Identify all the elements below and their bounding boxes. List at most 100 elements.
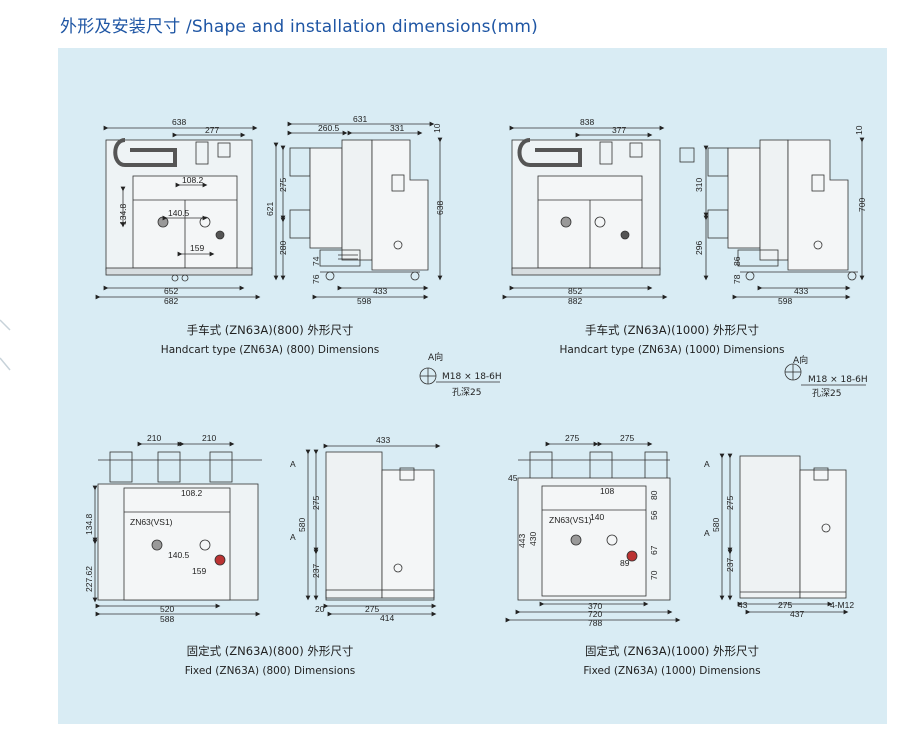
dim-682: 682	[164, 296, 178, 306]
dim-377: 377	[612, 125, 626, 135]
caption-handcart-800: 手车式 (ZN63A)(800) 外形尺寸 Handcart type (ZN6…	[140, 322, 400, 356]
dim-580-b: 580	[711, 518, 721, 532]
caption-en: Fixed (ZN63A) (800) Dimensions	[184, 665, 356, 677]
fixed-800-side-view	[305, 443, 441, 617]
caption-cn: 手车式 (ZN63A)(800) 外形尺寸	[186, 323, 354, 337]
dim-56: 56	[649, 510, 659, 520]
fixed-800-front-view	[92, 441, 262, 617]
dim-89: 89	[620, 558, 630, 568]
dim-638: 638	[172, 117, 186, 127]
handcart-1000-side-view	[679, 137, 865, 300]
handcart-800-side-view	[273, 121, 443, 300]
dim-210-a: 210	[147, 433, 161, 443]
dim-433-f: 433	[376, 435, 390, 445]
dim-210-b: 210	[202, 433, 216, 443]
dim-275-fb: 275	[365, 604, 379, 614]
dim-638-side: 638	[435, 201, 445, 215]
dim-275: 275	[278, 178, 288, 192]
dim-277: 277	[205, 125, 219, 135]
dim-370: 370	[588, 601, 602, 611]
dim-621: 621	[265, 202, 275, 216]
dim-237-b: 237	[725, 558, 735, 572]
caption-en: Fixed (ZN63A) (1000) Dimensions	[583, 665, 761, 677]
dim-237: 237	[311, 564, 321, 578]
dim-788: 788	[588, 618, 602, 628]
dim-296: 296	[694, 241, 704, 255]
view-a-thread-right: M18 × 18-6H	[808, 375, 868, 385]
caption-cn: 固定式 (ZN63A)(1000) 外形尺寸	[584, 644, 759, 658]
caption-cn: 手车式 (ZN63A)(1000) 外形尺寸	[584, 323, 759, 337]
dim-275-f: 275	[311, 496, 321, 510]
dim-720: 720	[588, 609, 602, 619]
dim-310: 310	[694, 178, 704, 192]
dim-275-a: 275	[565, 433, 579, 443]
dim-280: 280	[278, 241, 288, 255]
dim-108-2: 108.2	[182, 175, 204, 185]
view-letter-a-bottom-b: A	[704, 528, 710, 538]
dim-43: 43	[738, 600, 748, 610]
dim-159: 159	[190, 243, 204, 253]
dim-10: 10	[432, 123, 442, 133]
view-a-depth-left: 孔深25	[452, 388, 482, 398]
dim-67: 67	[649, 545, 659, 555]
caption-en: Handcart type (ZN63A) (800) Dimensions	[160, 344, 380, 356]
dim-443: 443	[517, 534, 527, 548]
view-a-thread-left: M18 × 18-6H	[442, 372, 502, 382]
dim-882: 882	[568, 296, 582, 306]
dim-852: 852	[568, 286, 582, 296]
dim-331: 331	[390, 123, 404, 133]
dim-4-m12: 4-M12	[830, 600, 854, 610]
dim-108-2-f: 108.2	[181, 488, 203, 498]
dim-275-b: 275	[620, 433, 634, 443]
fixed-1000-front-dims: 275 275 45 108 80 140 56 443 430 67 89 7…	[508, 433, 659, 628]
dim-45: 45	[508, 473, 518, 483]
dim-520: 520	[160, 604, 174, 614]
dim-134-8-f: 134.8	[84, 513, 94, 535]
caption-handcart-1000: 手车式 (ZN63A)(1000) 外形尺寸 Handcart type (ZN…	[552, 322, 792, 356]
handcart-1000-side-dims: 10 310 700 296 78 86 433 598	[694, 125, 867, 306]
dim-76: 76	[311, 274, 321, 284]
view-a-symbol-left	[419, 367, 500, 385]
dim-414: 414	[380, 613, 394, 623]
dim-437: 437	[790, 609, 804, 619]
dim-838: 838	[580, 117, 594, 127]
handcart-800-front-dims: 638 277 108.2 134.8 140.5 159 652 682	[118, 117, 219, 306]
dim-86: 86	[732, 256, 742, 266]
caption-fixed-1000: 固定式 (ZN63A)(1000) 外形尺寸 Fixed (ZN63A) (10…	[552, 643, 792, 677]
view-a-depth-right: 孔深25	[812, 389, 842, 399]
fixed-800-side-dims: 433 275 580 237 20 275 414 A A	[290, 435, 394, 623]
unit-label-vs1: ZN63(VS1)	[130, 517, 173, 527]
handcart-800-front-view	[95, 125, 261, 300]
dim-80: 80	[649, 490, 659, 500]
dim-430: 430	[528, 532, 538, 546]
handcart-1000-front-view	[502, 125, 668, 300]
dim-140-5: 140.5	[168, 208, 190, 218]
view-letter-a-top: A	[290, 459, 296, 469]
fixed-800-front-dims: 210 210 108.2 134.8 227.62 140.5 159 520…	[84, 433, 216, 624]
view-a-symbol-right	[784, 363, 866, 386]
dim-70: 70	[649, 570, 659, 580]
unit-label-vs1-b: ZN63(VS1)	[549, 515, 592, 525]
dim-108: 108	[600, 486, 614, 496]
dim-275-g: 275	[725, 496, 735, 510]
view-a-label-left: A向	[428, 353, 444, 363]
handcart-1000-front-dims: 838 377 852 882	[568, 117, 626, 306]
dim-700: 700	[857, 198, 867, 212]
fixed-1000-front-view	[505, 441, 681, 623]
fixed-1000-side-dims: 275 580 237 43 275 437 4-M12 A A	[704, 459, 854, 619]
dim-588: 588	[160, 614, 174, 624]
dim-10-b: 10	[854, 125, 864, 135]
view-letter-a-bottom: A	[290, 532, 296, 542]
dim-227-62: 227.62	[84, 566, 94, 592]
decorative-chevron	[0, 319, 11, 371]
handcart-800-side-dims: 631 260.5 331 10 275 621 280 638 76 74 4…	[265, 114, 445, 306]
dim-260-5: 260.5	[318, 123, 340, 133]
caption-fixed-800: 固定式 (ZN63A)(800) 外形尺寸 Fixed (ZN63A) (800…	[140, 643, 400, 677]
caption-en: Handcart type (ZN63A) (1000) Dimensions	[559, 344, 785, 356]
dim-652: 652	[164, 286, 178, 296]
dim-275-gb: 275	[778, 600, 792, 610]
dim-159-f: 159	[192, 566, 206, 576]
dim-598: 598	[357, 296, 371, 306]
dim-580: 580	[297, 518, 307, 532]
